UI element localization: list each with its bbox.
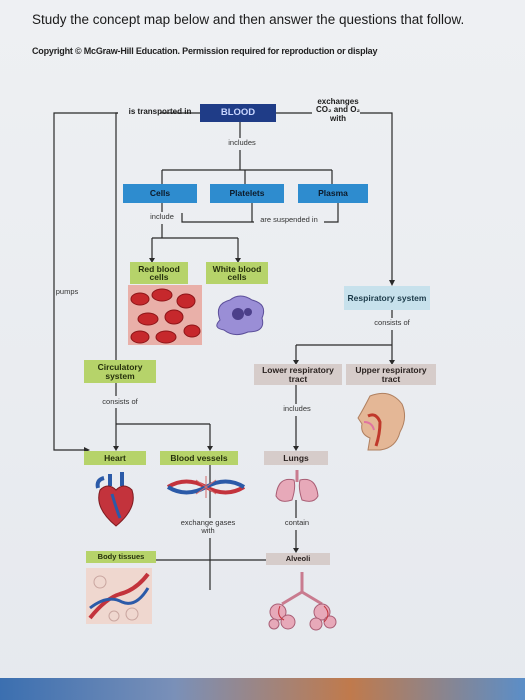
desktop-taskbar: [0, 678, 525, 700]
white-blood-cell-illustration: [216, 295, 265, 336]
alveoli-illustration: [268, 572, 337, 631]
node-lungs: Lungs: [264, 451, 328, 465]
node-plasma: Plasma: [298, 184, 368, 203]
node-lower-respiratory-tract: Lower respiratory tract: [254, 364, 342, 385]
link-contain: contain: [284, 518, 310, 527]
node-cells: Cells: [123, 184, 197, 203]
node-respiratory-system-label: Respiratory system: [347, 292, 427, 303]
node-platelets: Platelets: [210, 184, 284, 203]
node-upper-respiratory-tract-label: Upper respiratory tract: [355, 365, 427, 384]
link-include-cells: include: [150, 212, 174, 221]
node-upper-respiratory-tract: Upper respiratory tract: [346, 364, 436, 385]
copyright-notice: Copyright © McGraw-Hill Education. Permi…: [32, 46, 378, 56]
node-blood-label: BLOOD: [220, 107, 256, 119]
node-blood-vessels: Blood vessels: [160, 451, 238, 465]
lungs-illustration: [275, 470, 319, 502]
node-white-blood-cells-label: White blood cells: [212, 263, 262, 282]
head-respiratory-illustration: [357, 392, 406, 451]
node-red-blood-cells: Red blood cells: [130, 262, 188, 284]
node-body-tissues: Body tissues: [86, 551, 156, 563]
node-circulatory-system-label: Circulatory system: [97, 362, 143, 381]
link-exchange-gases-with: exchange gases with: [180, 518, 236, 535]
link-consists-of-respiratory: consists of: [374, 318, 410, 327]
node-respiratory-system: Respiratory system: [344, 286, 430, 310]
node-lungs-label: Lungs: [283, 452, 309, 463]
node-blood-vessels-label: Blood vessels: [170, 452, 228, 463]
link-pumps: pumps: [55, 287, 79, 296]
node-cells-label: Cells: [149, 188, 171, 199]
node-body-tissues-label: Body tissues: [97, 552, 145, 562]
heart-illustration: [95, 472, 134, 527]
red-blood-cells-illustration: [128, 285, 202, 345]
body-tissues-illustration: [86, 568, 152, 624]
link-is-transported-in: is transported in: [128, 107, 192, 116]
link-includes-lower: includes: [283, 404, 311, 413]
node-alveoli: Alveoli: [266, 553, 330, 565]
node-circulatory-system: Circulatory system: [84, 360, 156, 383]
node-heart-label: Heart: [104, 452, 126, 463]
node-plasma-label: Plasma: [318, 188, 348, 199]
node-platelets-label: Platelets: [229, 188, 265, 199]
link-are-suspended-in: are suspended in: [260, 215, 318, 224]
blood-vessels-illustration: [166, 476, 246, 498]
node-alveoli-label: Alveoli: [285, 554, 311, 564]
node-red-blood-cells-label: Red blood cells: [138, 263, 180, 282]
heading: Study the concept map below and then ans…: [32, 12, 465, 27]
link-includes-blood: includes: [228, 138, 256, 147]
node-lower-respiratory-tract-label: Lower respiratory tract: [262, 365, 334, 384]
link-consists-of-circulatory: consists of: [102, 397, 138, 406]
node-white-blood-cells: White blood cells: [206, 262, 268, 284]
node-blood: BLOOD: [200, 104, 276, 122]
link-exchanges: exchanges CO₂ and O₂ with: [316, 97, 360, 123]
node-heart: Heart: [84, 451, 146, 465]
